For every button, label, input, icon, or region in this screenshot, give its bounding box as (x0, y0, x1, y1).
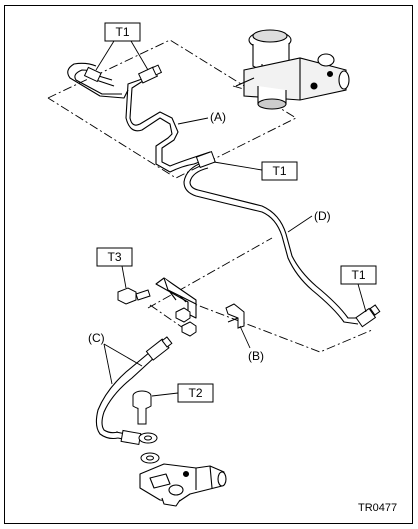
leader-lines (95, 40, 367, 397)
leader-t3 (121, 265, 127, 289)
label-a: (A) (210, 110, 226, 124)
pipe-d (183, 161, 359, 325)
clip-b (225, 303, 245, 329)
hose-c-upper-fitting (145, 336, 173, 361)
leader-t2 (151, 392, 179, 397)
figure-code: TR0477 (358, 502, 397, 514)
pipe-d-top-nut (195, 150, 216, 169)
tag-t1-top: T1 (104, 22, 141, 42)
outline-pipe-a (47, 39, 297, 179)
tag-t1-right-text: T1 (351, 268, 365, 282)
hose-c-lower-fitting (120, 429, 142, 446)
tag-t2: T2 (177, 383, 214, 403)
tag-t3-text: T3 (107, 250, 121, 264)
leader-t1-mid (213, 161, 263, 171)
tag-t1-mid-text: T1 (272, 164, 286, 178)
master-cylinder (235, 29, 350, 110)
tag-t1-right: T1 (340, 265, 377, 285)
bracket (155, 277, 197, 319)
outline-center-diagonal (147, 237, 273, 309)
leader-a (177, 117, 209, 125)
label-d: (D) (314, 209, 331, 223)
union-bolt-t2 (132, 390, 152, 425)
tag-t2-text: T2 (188, 386, 202, 400)
leader-t1-top-left (95, 40, 115, 71)
label-b: (B) (248, 349, 264, 363)
leader-c-upper (103, 343, 143, 367)
tag-t1-top-text: T1 (115, 25, 129, 39)
label-c: (C) (88, 331, 105, 345)
leader-c-lower (103, 343, 113, 385)
outline-lower-right (183, 299, 373, 353)
tag-t3: T3 (96, 247, 133, 267)
pipe-a-right-nut (137, 64, 163, 84)
washer-lower (140, 452, 160, 464)
pipe-a (67, 62, 211, 173)
pipe-d-bottom-nut (355, 304, 381, 328)
outline-lower-left (149, 304, 187, 331)
leader-d (287, 215, 313, 233)
small-nut-left (175, 307, 197, 337)
tag-t1-mid: T1 (261, 161, 298, 181)
leader-t1-top-right (130, 40, 149, 71)
bolt-t3 (117, 287, 151, 305)
pipe-a-left-nut (83, 66, 102, 83)
leader-t1-right (357, 283, 367, 313)
operating-cylinder (139, 463, 227, 507)
figure-frame (4, 5, 413, 524)
washer-upper (138, 432, 158, 444)
leader-b (239, 325, 251, 349)
